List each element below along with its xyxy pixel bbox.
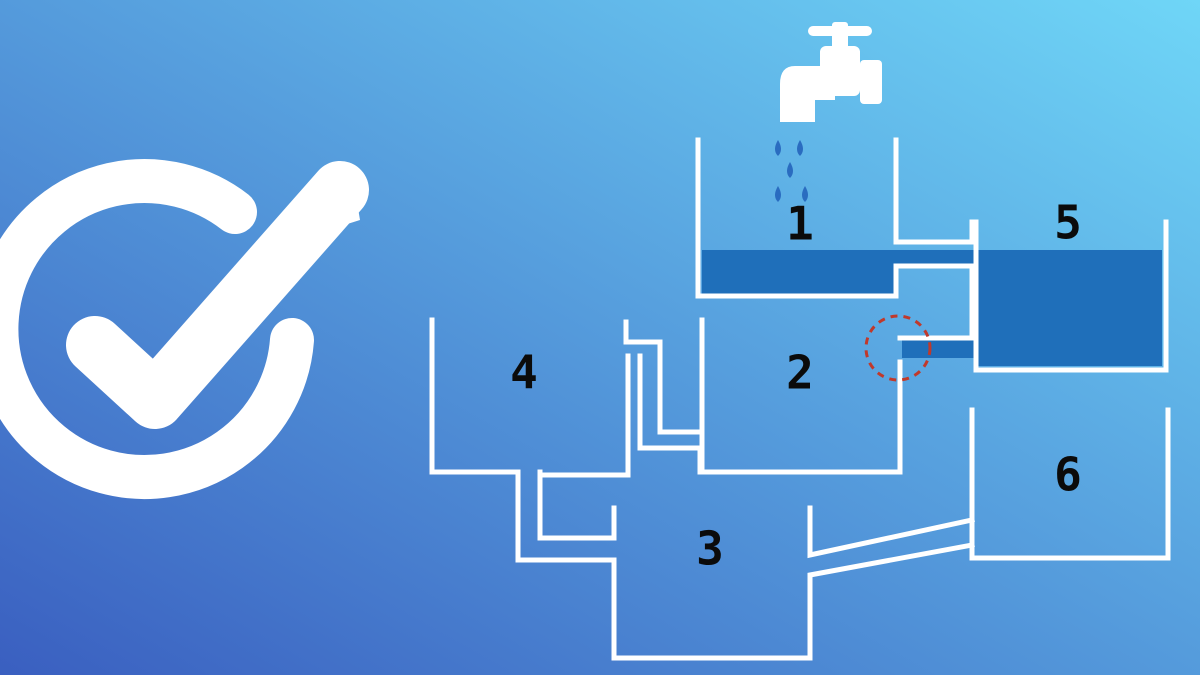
tank-6-outline (969, 407, 1171, 561)
tank-1-right-wall (893, 137, 975, 245)
tank-2-connector (637, 353, 703, 475)
tank-2-lower-pipe (537, 353, 631, 478)
tank-2-left-pipe (623, 319, 705, 435)
highlight-circle (864, 314, 932, 382)
water-fill (702, 250, 1162, 366)
tank-3-label: 3 (696, 522, 724, 576)
tank-2-label: 2 (786, 346, 814, 400)
tank-4-inner-pipe (537, 469, 617, 541)
pipe-system (429, 137, 1171, 661)
tank-5-label: 5 (1054, 196, 1082, 250)
tank-1-outline (695, 137, 975, 341)
faucet-icon (780, 22, 882, 122)
tank-2-outline (699, 317, 903, 475)
tank-4-outline (429, 317, 975, 661)
tank-6-label: 6 (1054, 448, 1082, 502)
tank-4-label: 4 (510, 346, 538, 400)
tank-1-label: 1 (786, 197, 814, 251)
check-circle-icon (0, 159, 369, 500)
tank-5-outline (973, 219, 1169, 373)
water-drop-icon (775, 140, 808, 202)
tank-3-right-wall (807, 505, 975, 559)
